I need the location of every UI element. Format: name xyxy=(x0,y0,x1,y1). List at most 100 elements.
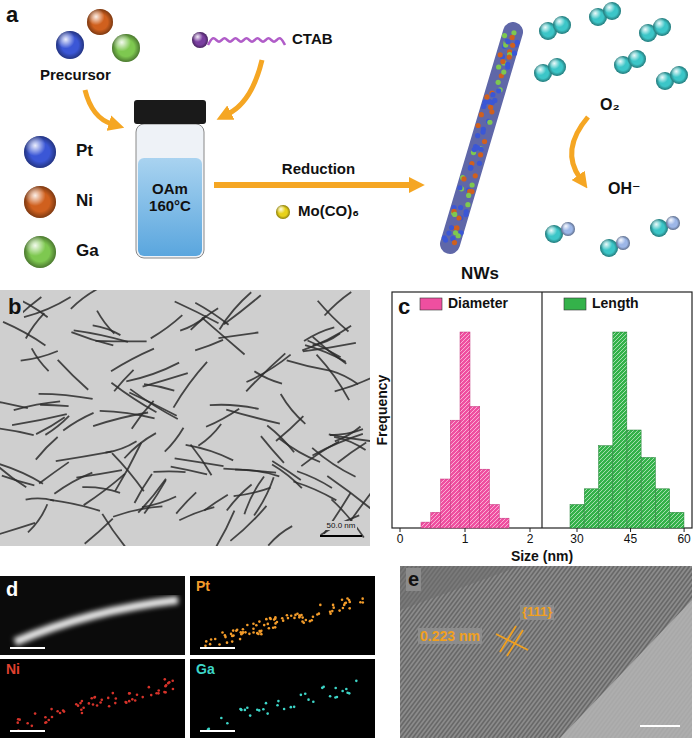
element-dot xyxy=(240,708,243,711)
element-dot xyxy=(310,619,313,622)
legend-swatch xyxy=(564,298,586,310)
nanowire xyxy=(175,301,219,323)
element-dot xyxy=(51,716,54,719)
element-dot xyxy=(164,685,167,688)
element-dot xyxy=(172,688,175,691)
element-dot xyxy=(108,705,111,708)
histogram-bar xyxy=(656,489,670,528)
nanowire xyxy=(151,315,183,338)
nanowire xyxy=(54,473,92,494)
reaction-arrow xyxy=(572,117,588,178)
element-dot xyxy=(355,680,358,683)
element-dot xyxy=(100,699,103,702)
oxygen-atom xyxy=(600,239,618,257)
nanowire xyxy=(244,477,264,515)
element-dot xyxy=(205,640,208,643)
element-dot xyxy=(286,614,289,617)
element-dot xyxy=(277,700,280,703)
nanowire xyxy=(303,343,356,351)
element-dot xyxy=(131,698,134,701)
nanowire xyxy=(330,429,363,435)
element-dot xyxy=(209,643,212,646)
oxygen-atom xyxy=(628,50,646,68)
nanowire xyxy=(143,373,188,387)
tick-label: 0 xyxy=(397,533,404,547)
axis-title: Frequency xyxy=(374,375,390,446)
element-dot xyxy=(304,693,307,696)
nanowire xyxy=(329,434,370,441)
legend-text: Diameter xyxy=(448,295,508,311)
element-dot xyxy=(226,641,229,644)
nanowire xyxy=(39,462,69,483)
nanowire xyxy=(312,448,355,477)
element-dot xyxy=(300,694,303,697)
oxygen-atom xyxy=(548,58,566,76)
nanowire: NWs xyxy=(425,22,535,292)
nanowire xyxy=(313,334,340,346)
nanowire xyxy=(287,360,331,371)
nanowire xyxy=(50,500,100,511)
element-dot xyxy=(125,701,128,704)
element-dot xyxy=(348,607,351,610)
element-dot xyxy=(226,722,229,725)
histogram-bar xyxy=(641,457,655,528)
element-dot xyxy=(255,624,258,627)
element-dot xyxy=(239,638,242,641)
scale-bar xyxy=(10,647,45,649)
figure-label: {111} xyxy=(520,605,554,620)
nanowire xyxy=(173,362,207,408)
nanowire xyxy=(93,413,148,427)
element-dot xyxy=(342,607,345,610)
tick-label: 60 xyxy=(677,533,690,547)
element-dot xyxy=(165,684,168,687)
hydrogen-atom xyxy=(561,222,575,236)
element-dot xyxy=(246,624,249,627)
element-dot xyxy=(258,620,261,623)
histogram-bar xyxy=(499,518,509,528)
tick-label: 1 xyxy=(462,533,469,547)
element-dot xyxy=(96,704,99,707)
figure-label: Precursor xyxy=(40,66,111,83)
nanowire-shape xyxy=(425,22,535,292)
oxygen-atom xyxy=(653,18,671,36)
nanowire xyxy=(28,504,47,532)
histogram-bar xyxy=(460,332,470,528)
histogram-bar xyxy=(627,430,641,528)
element-dot xyxy=(59,712,62,715)
element-dot xyxy=(281,617,284,620)
legend-sphere xyxy=(24,186,56,218)
nanowire xyxy=(40,405,68,406)
element-dot xyxy=(93,696,96,699)
nanowire xyxy=(71,332,113,345)
element-dot xyxy=(112,692,115,695)
element-dot xyxy=(269,617,272,620)
nanowire xyxy=(142,497,176,508)
element-dot xyxy=(47,719,50,722)
nanowire xyxy=(165,428,184,452)
nanowire xyxy=(276,416,303,441)
element-dot xyxy=(262,708,265,711)
element-dot xyxy=(260,633,263,636)
element-dot xyxy=(81,712,84,715)
nanowire xyxy=(114,370,133,391)
nanowire xyxy=(281,394,306,424)
nanowire xyxy=(327,476,370,510)
panel-a-art xyxy=(56,2,688,257)
nanowire xyxy=(153,470,185,473)
element-dot xyxy=(341,690,344,693)
element-dot xyxy=(242,628,245,631)
element-dot xyxy=(171,679,174,682)
histogram-bar xyxy=(613,332,627,528)
element-dot xyxy=(128,700,131,703)
nanowire xyxy=(304,327,334,341)
element-dot xyxy=(248,633,251,636)
figure-label: Pt xyxy=(196,578,210,594)
figure-label: 0.223 nm xyxy=(418,628,482,644)
nanowire xyxy=(338,442,367,462)
element-dot xyxy=(50,708,53,711)
element-dot xyxy=(322,686,325,689)
figure-label: e xyxy=(406,568,421,591)
element-dot xyxy=(312,615,315,618)
node-label: NWs xyxy=(425,264,535,284)
